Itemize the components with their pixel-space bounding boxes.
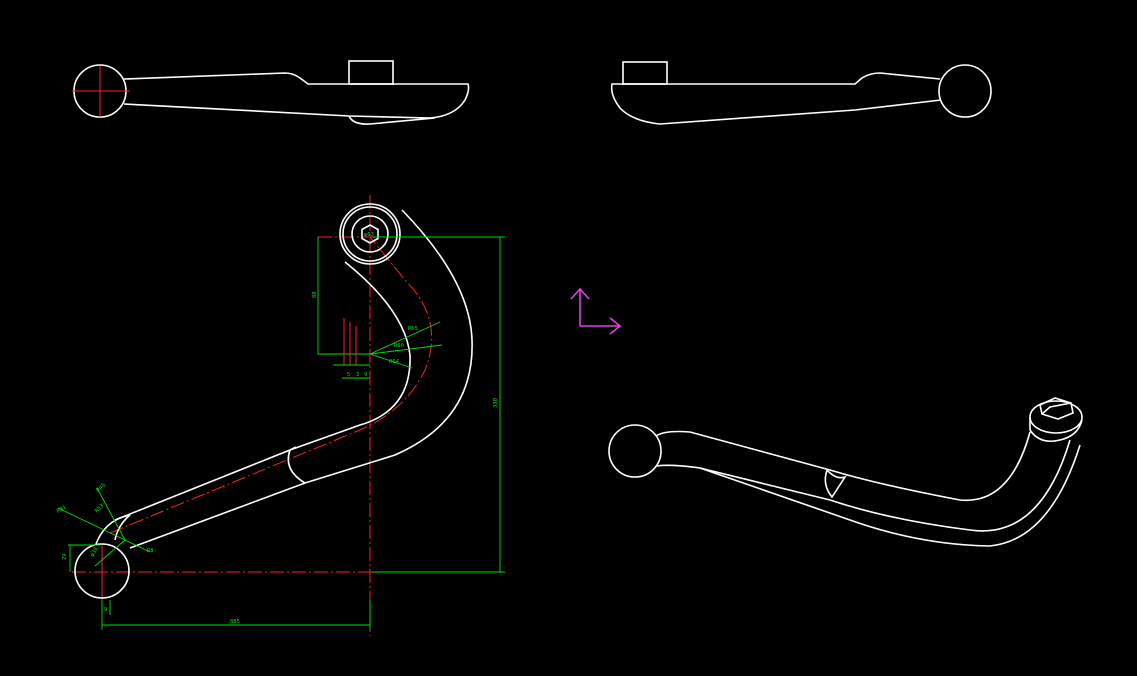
- ucs-y-arrow: [570, 287, 590, 300]
- r81-label: R81: [56, 505, 68, 515]
- arm-inner-edge: [114, 261, 411, 521]
- ball-dia-label: φ38: [90, 546, 100, 558]
- r8-label: R8: [147, 548, 154, 554]
- front-view: φ63 330 885 9 88 R65 R60 R64 5 3: [56, 195, 505, 636]
- hub-boss-left: [348, 60, 394, 85]
- ucs-icon: [570, 287, 622, 335]
- iso-section-cut: [824, 468, 847, 499]
- r60-label: R60: [394, 343, 404, 349]
- arm-centerline: [109, 236, 433, 534]
- iso-arm-bottom-edge: [656, 439, 1071, 532]
- leader-ball: [94, 539, 126, 567]
- section-cut: [287, 449, 306, 484]
- isometric-view: [608, 397, 1083, 547]
- hub-boss-right: [622, 61, 668, 85]
- hub-outer-circle: [339, 203, 401, 265]
- hex-socket: [361, 224, 379, 244]
- ball-knob-front: [74, 543, 130, 599]
- hole-dia-label: φ63: [364, 232, 374, 238]
- step-b-label: 3: [356, 372, 359, 378]
- top-view-right: [610, 61, 992, 125]
- step-a-label: 5: [347, 372, 350, 378]
- dim-width-label: 885: [230, 619, 240, 625]
- ucs-x-arrow: [609, 317, 622, 335]
- r65-label: R65: [408, 326, 418, 332]
- leader-r65: [369, 321, 441, 355]
- r53-label: R53: [94, 503, 105, 514]
- dim-ball-base-label: 9: [104, 607, 107, 613]
- iso-arm-lower-face: [699, 444, 1081, 547]
- ball-offset-label: 29: [62, 553, 68, 560]
- arm-outline-right: [610, 72, 942, 125]
- step-c-label: 9: [364, 372, 367, 378]
- dim-height-label: 330: [493, 398, 499, 408]
- arm-underside-left: [348, 115, 436, 125]
- hub-bore: [351, 215, 389, 253]
- arm-outline-left: [123, 72, 470, 119]
- r46-label: R46: [95, 483, 106, 494]
- leader-r46: [96, 487, 126, 541]
- ball-knob-right: [938, 64, 992, 118]
- iso-ball-knob: [608, 424, 662, 478]
- iso-hex-inner: [1041, 402, 1072, 415]
- section-cut-tick: [289, 446, 297, 451]
- leader-r8: [124, 539, 151, 553]
- top-view-left: [72, 60, 470, 125]
- leader-r60: [369, 344, 443, 355]
- leader-r64: [369, 353, 413, 369]
- dim-offset-label: 88: [312, 291, 318, 298]
- hub-outer-circle-2: [342, 206, 398, 262]
- ball-neck: [95, 514, 131, 545]
- arm-outer-edge: [129, 209, 473, 549]
- leader-r81: [57, 507, 126, 541]
- iso-arm-top-edge: [655, 430, 1031, 502]
- iso-hub-side: [1029, 417, 1083, 443]
- r64-label: R64: [389, 359, 400, 365]
